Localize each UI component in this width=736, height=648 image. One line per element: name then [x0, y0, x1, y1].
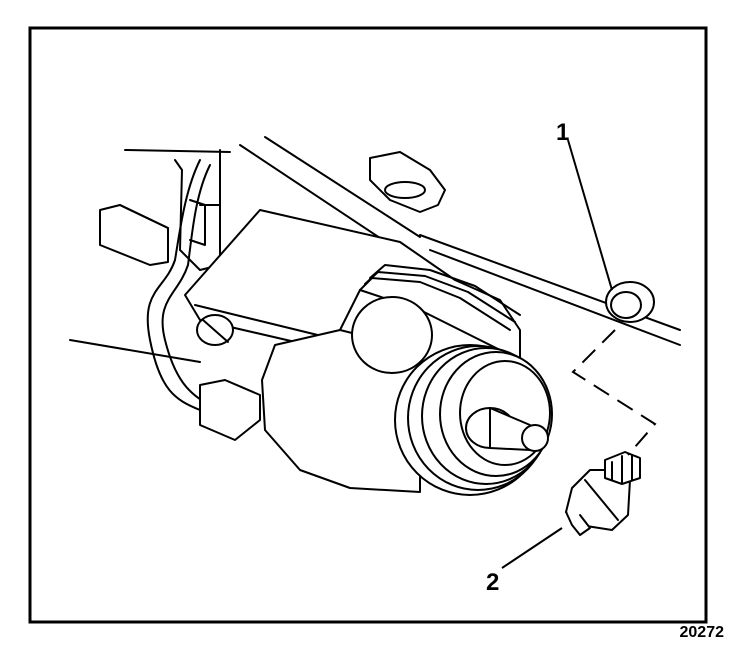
dashed-routing-line: [571, 329, 657, 456]
figure-id: 20272: [679, 624, 725, 641]
callout-label-1: 1: [556, 119, 569, 146]
mechanical-assembly: [69, 136, 681, 536]
callout-label-2: 2: [486, 569, 499, 596]
leader-line-2: [501, 527, 563, 569]
leader-line-1: [567, 139, 613, 291]
figure-border: [28, 26, 708, 624]
